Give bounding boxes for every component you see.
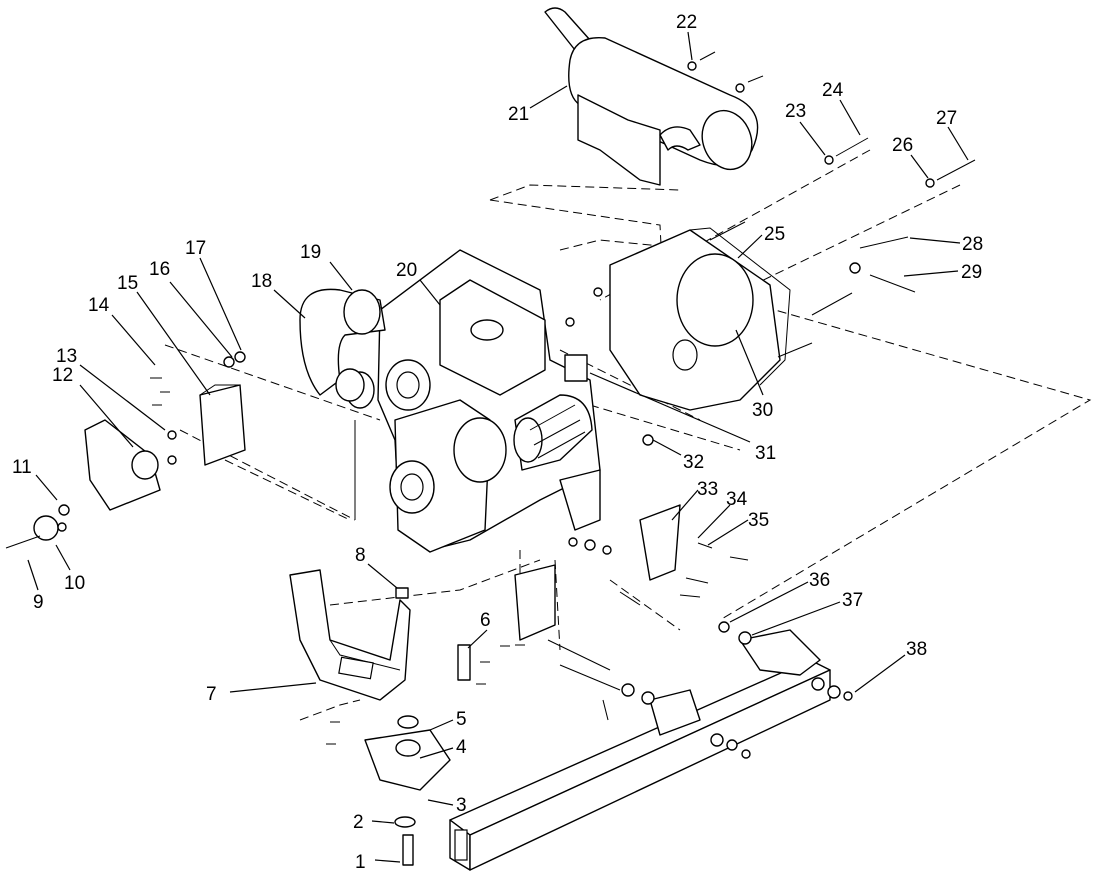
callout-4: 4 (456, 737, 467, 758)
callout-17: 17 (185, 238, 206, 259)
callout-15: 15 (117, 273, 138, 294)
callout-25: 25 (764, 224, 785, 245)
callout-10: 10 (64, 573, 85, 594)
callout-1: 1 (355, 852, 366, 873)
callout-labels: 1 2 3 4 5 6 7 8 9 10 11 12 13 14 15 16 1… (12, 12, 983, 873)
left-bracket-assembly (33, 419, 161, 541)
callout-16: 16 (149, 259, 170, 280)
engine-block (345, 249, 601, 553)
callout-38: 38 (906, 639, 927, 660)
callout-18: 18 (251, 271, 272, 292)
tube-frame (449, 629, 831, 871)
callout-36: 36 (809, 570, 830, 591)
intake-hose (299, 288, 386, 402)
callout-30: 30 (752, 400, 773, 421)
callout-2: 2 (353, 812, 364, 833)
callout-32: 32 (683, 452, 704, 473)
callout-12: 12 (52, 365, 73, 386)
callout-34: 34 (726, 489, 748, 510)
callout-22: 22 (676, 12, 697, 33)
callout-11: 11 (12, 457, 32, 478)
callout-5: 5 (456, 709, 467, 730)
callout-23: 23 (785, 101, 806, 122)
callout-35: 35 (748, 510, 769, 531)
callout-14: 14 (88, 295, 110, 316)
blower-housing (609, 227, 791, 411)
callout-33: 33 (697, 479, 718, 500)
callout-27: 27 (936, 108, 957, 129)
callout-28: 28 (962, 234, 983, 255)
callout-9: 9 (33, 592, 44, 613)
callout-31: 31 (755, 443, 776, 464)
callout-20: 20 (396, 260, 417, 281)
muffler (544, 7, 759, 186)
callout-24: 24 (822, 80, 844, 101)
callout-8: 8 (355, 545, 366, 566)
callout-26: 26 (892, 135, 913, 156)
right-engine-mount (514, 469, 681, 641)
isolator-mount (364, 715, 451, 866)
fasteners (5, 51, 976, 759)
callout-37: 37 (842, 590, 863, 611)
callout-29: 29 (961, 262, 982, 283)
callout-7: 7 (206, 684, 217, 705)
callout-13: 13 (56, 346, 77, 367)
callout-6: 6 (480, 610, 491, 631)
leader-lines (27, 31, 969, 863)
left-mount-bracket (289, 569, 411, 701)
callout-19: 19 (300, 242, 321, 263)
side-mount-plate (199, 384, 246, 466)
callout-21: 21 (508, 104, 529, 125)
callout-3: 3 (456, 795, 467, 816)
